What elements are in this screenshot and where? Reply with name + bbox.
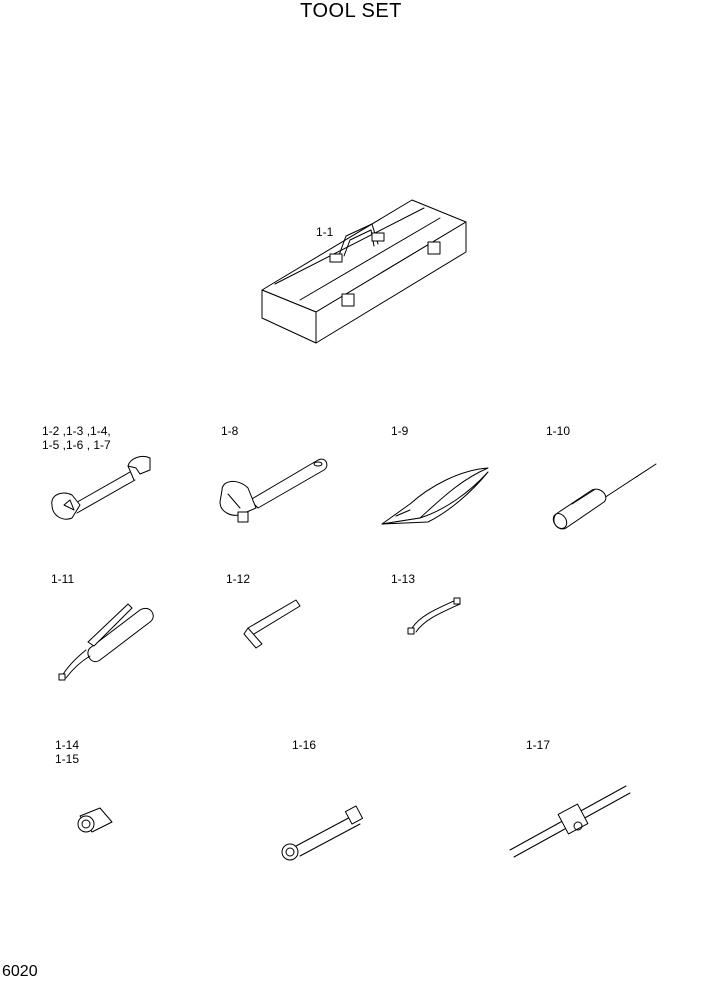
- hex-key-callout: 1-12: [226, 572, 251, 586]
- grease-hose-callout: 1-13: [391, 572, 416, 586]
- spanner-drawing: [51, 455, 151, 520]
- page-title: TOOL SET: [300, 0, 402, 22]
- grease-gun-drawing: [58, 603, 154, 681]
- spanner-callout-line2: 1-5 ,1-6 , 1-7: [42, 438, 111, 452]
- adjustable-wrench-drawing: [219, 458, 328, 523]
- extension-bar-callout: 1-16: [292, 738, 317, 752]
- toolbox-drawing: [261, 199, 467, 344]
- pliers-callout: 1-9: [391, 424, 409, 438]
- toolbox-callout: 1-1: [316, 225, 334, 239]
- socket-drawing: [77, 807, 113, 833]
- spanner-callout-line1: 1-2 ,1-3 ,1-4,: [42, 424, 111, 438]
- socket-callout-line2: 1-15: [55, 752, 80, 766]
- pliers-drawing: [381, 467, 489, 525]
- page-number: 6020: [2, 963, 38, 980]
- screwdriver-callout: 1-10: [546, 424, 571, 438]
- sliding-tee-handle-drawing: [509, 785, 631, 858]
- adjustable-wrench-callout: 1-8: [221, 424, 239, 438]
- hex-key-drawing: [243, 599, 301, 649]
- extension-bar-drawing: [281, 805, 364, 861]
- grease-gun-callout: 1-11: [51, 572, 75, 586]
- socket-callout-line1: 1-14: [55, 738, 80, 752]
- grease-hose-drawing: [407, 597, 461, 635]
- sliding-tee-handle-callout: 1-17: [526, 738, 551, 752]
- screwdriver-drawing: [552, 463, 657, 530]
